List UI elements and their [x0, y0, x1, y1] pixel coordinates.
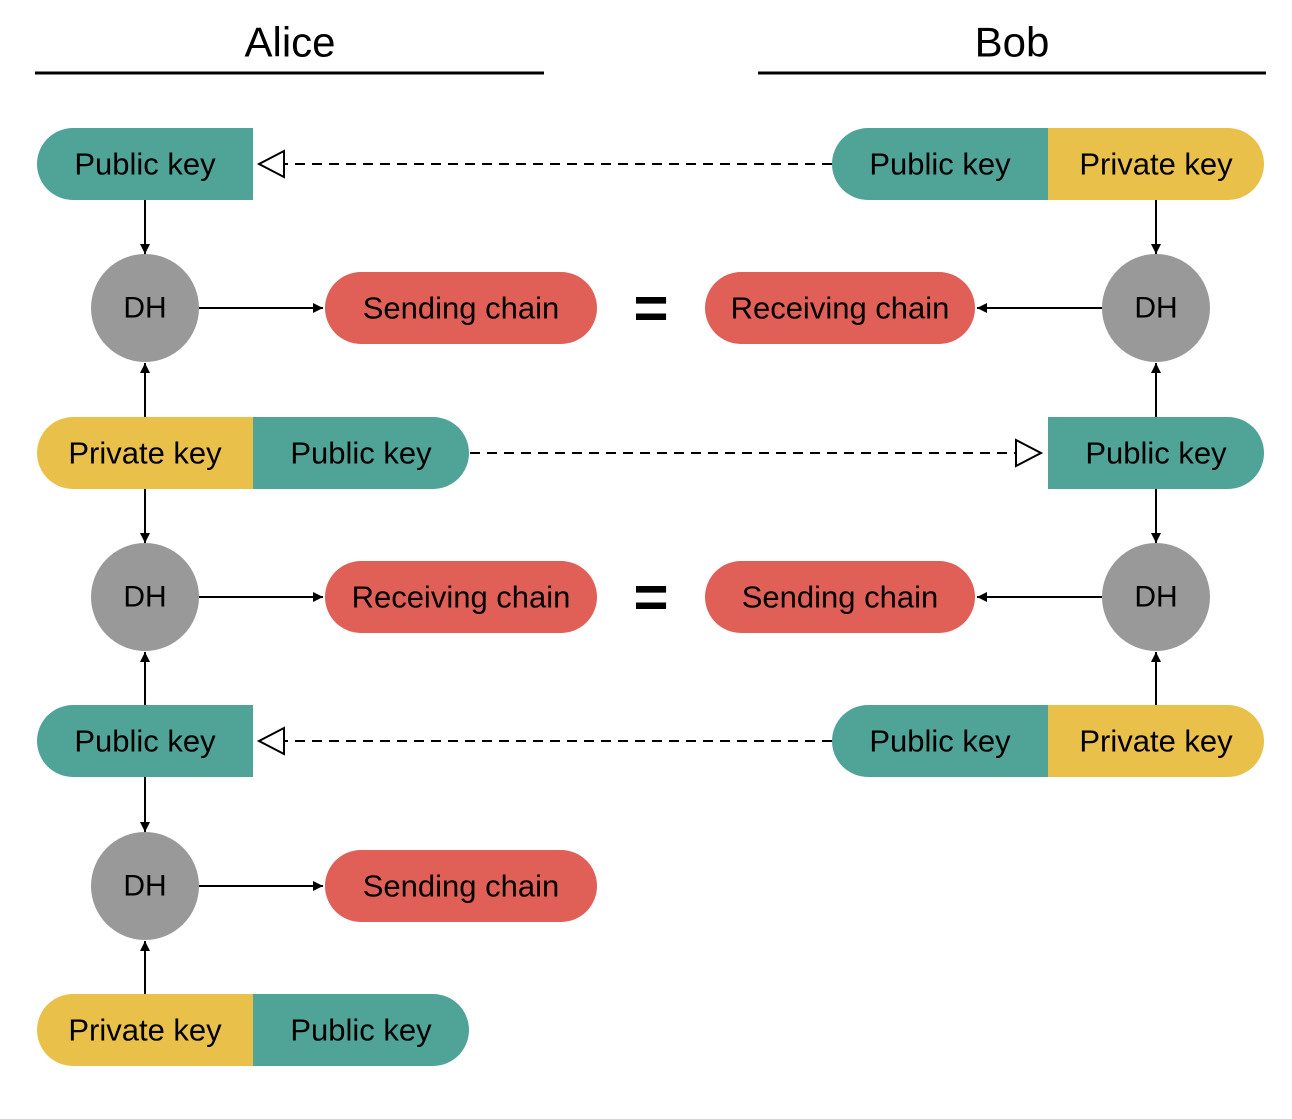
alice-title: Alice — [244, 19, 335, 66]
alice-dh-2: DH — [91, 543, 199, 651]
alice-sending-chain-2: Sending chain — [325, 850, 597, 922]
dh-label: DH — [123, 870, 166, 903]
bob-dh-2: DH — [1102, 543, 1210, 651]
solid-arrows — [140, 200, 1161, 994]
alice-dh-1: DH — [91, 254, 199, 362]
dh-label: DH — [1134, 292, 1177, 325]
alice-receiving-chain-1: Receiving chain — [325, 561, 597, 633]
bob-title: Bob — [975, 19, 1050, 66]
alice-public-key-1: Public key — [37, 128, 253, 200]
public-key-transfer-3 — [256, 726, 832, 756]
bob-dh-1: DH — [1102, 254, 1210, 362]
hollow-arrowhead — [1015, 438, 1044, 468]
receiving-chain-label: Receiving chain — [352, 580, 571, 615]
dh-label: DH — [123, 581, 166, 614]
public-key-transfer-1 — [256, 149, 832, 179]
public-key-transfer-2 — [470, 438, 1044, 468]
alice-dh-3: DH — [91, 832, 199, 940]
dh-label: DH — [123, 292, 166, 325]
bob-keypair-3: Public key Private key — [832, 705, 1264, 777]
alice-header: Alice — [35, 19, 544, 75]
public-key-label: Public key — [74, 724, 216, 759]
receiving-chain-label: Receiving chain — [731, 291, 950, 326]
public-key-label: Public key — [290, 1013, 432, 1048]
dh-label: DH — [1134, 581, 1177, 614]
bob-header: Bob — [758, 19, 1266, 75]
public-key-label: Public key — [869, 147, 1011, 182]
private-key-label: Private key — [68, 436, 222, 471]
public-key-label: Public key — [869, 724, 1011, 759]
public-key-label: Public key — [1085, 436, 1227, 471]
sending-chain-label: Sending chain — [363, 291, 560, 326]
sending-chain-label: Sending chain — [742, 580, 939, 615]
alice-sending-chain-1: Sending chain — [325, 272, 597, 344]
bob-keypair-1: Public key Private key — [832, 128, 1264, 200]
equals-sign: = — [633, 564, 668, 631]
alice-public-key-3: Public key — [37, 705, 253, 777]
bob-receiving-chain-1: Receiving chain — [705, 272, 975, 344]
hollow-arrowhead — [256, 726, 285, 756]
hollow-arrowhead — [256, 149, 285, 179]
private-key-label: Private key — [1079, 147, 1233, 182]
alice-keypair-2: Private key Public key — [37, 417, 469, 489]
bob-public-key-2: Public key — [1048, 417, 1264, 489]
sending-chain-label: Sending chain — [363, 869, 560, 904]
equals-sign: = — [633, 275, 668, 342]
alice-keypair-4: Private key Public key — [37, 994, 469, 1066]
bob-sending-chain-1: Sending chain — [705, 561, 975, 633]
public-key-label: Public key — [74, 147, 216, 182]
public-key-label: Public key — [290, 436, 432, 471]
private-key-label: Private key — [1079, 724, 1233, 759]
private-key-label: Private key — [68, 1013, 222, 1048]
